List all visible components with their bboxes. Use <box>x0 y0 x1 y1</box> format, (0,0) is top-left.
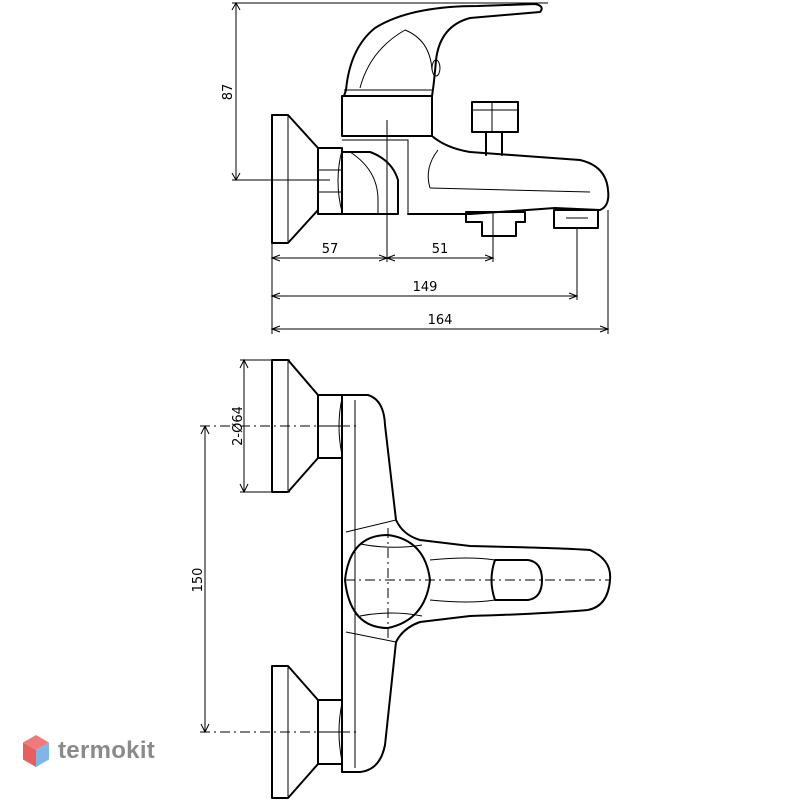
top-lever-slot <box>490 559 543 601</box>
top-mixer-body <box>341 394 612 773</box>
side-view: 87 57 51 149 164 <box>221 1 610 334</box>
top-view: 2-Ø64 150 <box>191 358 612 799</box>
dim-164: 164 <box>428 313 453 328</box>
dim-mount-diameter: 2-Ø64 <box>231 406 246 446</box>
dim-149: 149 <box>413 280 438 295</box>
dim-51: 51 <box>432 242 449 257</box>
dim-57: 57 <box>322 242 339 257</box>
termokit-cube-icon <box>23 735 49 767</box>
watermark-text: termokit <box>58 737 156 764</box>
dim-150: 150 <box>191 568 206 593</box>
side-eccentric-connector <box>341 151 399 215</box>
side-wall-flange <box>271 114 319 244</box>
side-spout-aerator <box>553 209 599 229</box>
watermark-logo: termokit <box>22 734 155 768</box>
side-lever-handle <box>343 3 543 97</box>
side-shower-outlet <box>465 211 526 237</box>
side-diverter-knob <box>471 101 519 133</box>
dim-87: 87 <box>221 84 236 101</box>
